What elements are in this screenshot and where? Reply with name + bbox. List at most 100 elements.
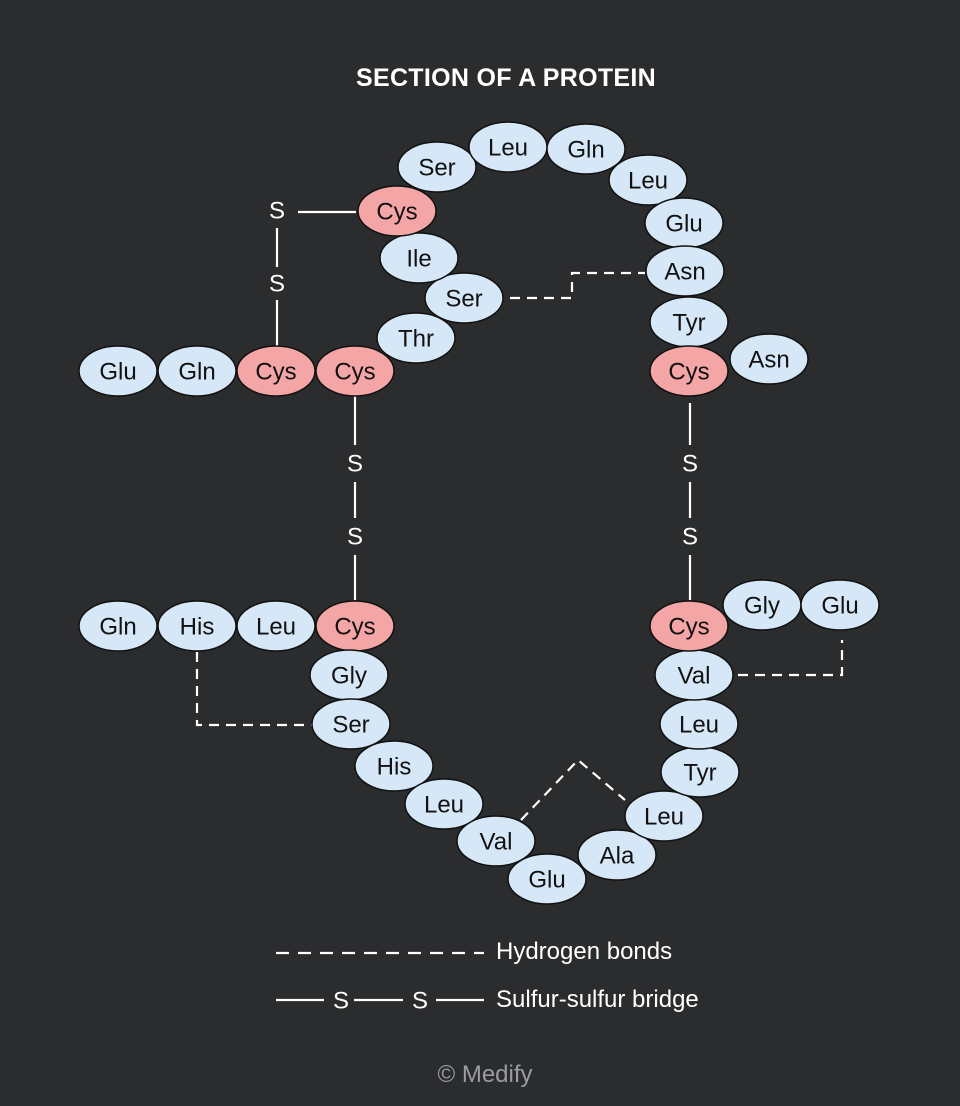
amino-acid-label: Leu [644,804,684,831]
amino-acid-label: Val [480,829,513,856]
amino-acid-shape [78,345,158,397]
legend-sulfur-bridge-label: Sulfur-sulfur bridge [496,986,699,1013]
amino-acid-shape [424,272,504,324]
amino-acid-cys-cysteine: Cys [315,600,395,652]
amino-acid-label: Asn [748,347,789,374]
amino-acid-gln: Gln [157,345,237,397]
amino-acid-label: Leu [424,792,464,819]
amino-acid-shape [800,579,880,631]
amino-acid-label: Ser [332,712,369,739]
hydrogen-bond-line [520,758,626,821]
amino-acid-ser: Ser [397,141,477,193]
amino-acid-leu: Leu [659,698,739,750]
amino-acid-label: Leu [679,712,719,739]
amino-acid-asn: Asn [729,333,809,385]
amino-acid-label: Cys [668,614,709,641]
amino-acid-shape [729,333,809,385]
amino-acid-cys-cysteine: Cys [236,345,316,397]
amino-acid-val: Val [456,815,536,867]
amino-acid-his: His [157,600,237,652]
amino-acid-shape [78,600,158,652]
amino-acid-ser: Ser [311,698,391,750]
sulfur-label: S [269,271,285,298]
amino-acid-shape [236,600,316,652]
amino-acid-tyr: Tyr [649,296,729,348]
sulfur-label: S [269,198,285,225]
amino-acid-cys-cysteine: Cys [649,600,729,652]
amino-acid-label: Thr [398,326,434,353]
legend-sulfur-label: S [412,988,428,1015]
amino-acid-thr: Thr [376,312,456,364]
amino-acid-shape [404,778,484,830]
amino-acid-label: Gln [178,359,215,386]
amino-acid-cys-cysteine: Cys [315,345,395,397]
amino-acid-label: Gln [567,137,604,164]
amino-acid-label: Glu [821,593,858,620]
amino-acid-label: Glu [99,359,136,386]
amino-acid-glu: Glu [78,345,158,397]
bond-lines [195,210,844,821]
amino-acid-label: Cys [255,359,296,386]
sulfur-label: S [347,451,363,478]
amino-acid-gln: Gln [546,123,626,175]
amino-acid-leu: Leu [236,600,316,652]
amino-acid-shape [315,345,395,397]
amino-acid-shape [236,345,316,397]
amino-acid-shape [577,829,657,881]
amino-acid-shape [624,790,704,842]
amino-acid-label: Cys [376,199,417,226]
hydrogen-bond-line [738,640,844,677]
amino-acid-label: Asn [664,259,705,286]
amino-acid-label: Ser [418,155,455,182]
amino-acid-label: Cys [334,614,375,641]
legend-sulfur-label: S [333,988,349,1015]
amino-acid-gly: Gly [309,649,389,701]
hydrogen-bond-line [195,652,312,727]
sulfur-labels: S S S S S S [269,198,698,551]
sulfur-label: S [682,524,698,551]
amino-acid-shape [376,312,456,364]
amino-acid-shape [649,600,729,652]
amino-acid-ser: Ser [424,272,504,324]
amino-acid-label: Gly [744,593,780,620]
amino-acid-shape [649,345,729,397]
copyright-notice: © Medify [437,1061,533,1088]
amino-acid-shape [546,123,626,175]
amino-acid-shape [645,245,725,297]
amino-acid-ile: Ile [379,232,459,284]
amino-acid-label: Tyr [672,310,705,337]
hydrogen-bond-line [510,271,645,300]
amino-acid-shape [397,141,477,193]
amino-acid-glu: Glu [644,197,724,249]
amino-acid-leu: Leu [608,154,688,206]
amino-acid-label: Leu [628,168,668,195]
legend-hydrogen-bonds-label: Hydrogen bonds [496,938,673,965]
amino-acid-label: Leu [488,135,528,162]
amino-acid-shape [507,853,587,905]
sulfur-label: S [347,524,363,551]
amino-acid-label: Glu [665,211,702,238]
amino-acid-label: Tyr [683,760,716,787]
amino-acid-label: Glu [528,867,565,894]
amino-acid-shape [311,698,391,750]
amino-acid-tyr: Tyr [660,746,740,798]
sulfur-label: S [682,451,698,478]
diagram-title: SECTION OF A PROTEIN [356,64,656,92]
amino-acid-label: Cys [334,359,375,386]
amino-acid-shape [157,345,237,397]
amino-acid-label: His [377,754,412,781]
amino-acid-shape [354,740,434,792]
amino-acid-asn: Asn [645,245,725,297]
amino-acid-shape [157,600,237,652]
amino-acid-glu: Glu [507,853,587,905]
amino-acid-leu: Leu [468,121,548,173]
amino-acid-glu: Glu [800,579,880,631]
amino-acid-shape [379,232,459,284]
amino-acid-label: Ser [445,286,482,313]
amino-acid-label: Ile [406,246,431,273]
amino-acid-leu: Leu [404,778,484,830]
